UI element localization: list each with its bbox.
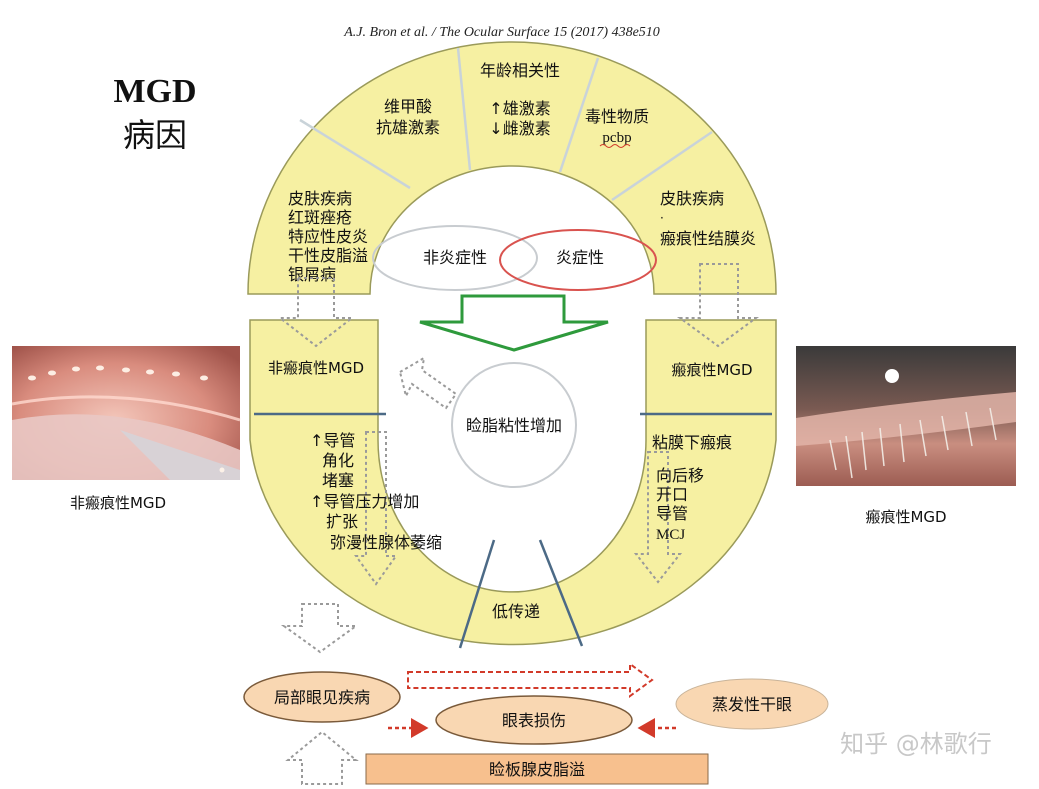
non-cicatricial-caption: 非瘢痕性MGD: [70, 494, 166, 512]
lower-left-item: ↑导管压力增加: [310, 492, 419, 511]
noninflammatory-label: 非炎症性: [423, 248, 487, 267]
arc-dividers: [299, 47, 713, 202]
estrogen-down-label: ↓雌激素: [489, 119, 550, 138]
lower-right-item: 导管: [656, 504, 688, 523]
inflammatory-label: 炎症性: [556, 248, 604, 267]
right-arc-list: 皮肤疾病 · 瘢痕性结膜炎: [660, 189, 756, 248]
left-arc-item: 干性皮脂溢: [288, 246, 368, 265]
non-cicatricial-photo: [11, 346, 241, 480]
right-arc-item: 瘢痕性结膜炎: [660, 229, 756, 248]
low-delivery-label: 低传递: [492, 602, 540, 621]
left-dotted-down-arrow: [277, 277, 355, 348]
right-dotted-down-arrow: [676, 263, 760, 348]
age-related-label: 年龄相关性: [480, 61, 560, 80]
meibum-bar: [365, 753, 709, 785]
bottom-left-dotted-down-arrow: [280, 603, 360, 654]
retinoid-label: 维甲酸: [384, 97, 432, 116]
citation: A.J. Bron et al. / The Ocular Surface 15…: [343, 25, 660, 40]
lower-right-item: MCJ: [656, 527, 685, 543]
venn-noninflammatory: [372, 225, 538, 291]
lower-right-dotted-arrow: [633, 451, 683, 584]
center-circle: [451, 362, 577, 488]
left-arc-item: 银屑病: [288, 265, 336, 284]
heading-etiology: 病因: [123, 116, 187, 154]
cicatricial-photo: [796, 346, 1016, 486]
viscosity-increase-label: 睑脂粘性增加: [466, 416, 562, 435]
pcbp-underline: [599, 144, 631, 148]
antiandrogen-label: 抗雄激素: [376, 118, 440, 137]
lower-left-item: 扩张: [326, 512, 358, 531]
non-cicatricial-mgd-label: 非瘢痕性MGD: [268, 359, 364, 377]
left-arc-item: 皮肤疾病: [288, 189, 352, 208]
left-arc-list: 皮肤疾病 红斑痤疮 特应性皮炎 干性皮脂溢 银屑病: [288, 189, 368, 284]
evaporative-ellipse: [675, 678, 829, 730]
heading-mgd: MGD: [113, 73, 196, 110]
lower-left-item: 弥漫性腺体萎缩: [330, 533, 442, 552]
upper-arc: [247, 41, 777, 295]
red-dashed-right-arrow: [407, 662, 654, 698]
ocular-damage-ellipse: [435, 695, 633, 745]
u-dividers: [254, 412, 772, 649]
right-arc-item: 皮肤疾病: [660, 189, 724, 208]
left-arc-item: 红斑痤疮: [288, 208, 352, 227]
lower-right-item: 开口: [656, 485, 688, 504]
diagonal-dotted-arrow: [398, 356, 458, 410]
lower-right-item: 粘膜下瘢痕: [652, 433, 732, 452]
green-down-arrow: [419, 294, 609, 352]
evaporative-label: 蒸发性干眼: [712, 695, 792, 714]
bottom-dotted-up-arrow: [285, 730, 359, 785]
venn-inflammatory: [499, 229, 657, 291]
ocular-damage-label: 眼表损伤: [502, 711, 566, 730]
meibum-label: 睑板腺皮脂溢: [489, 760, 585, 779]
lower-right-item: 向后移: [656, 466, 704, 485]
cicatricial-mgd-label: 瘢痕性MGD: [671, 361, 752, 379]
lower-right-list: 粘膜下瘢痕 向后移 开口 导管 MCJ: [652, 433, 732, 543]
local-disease-label: 局部眼见疾病: [274, 688, 370, 707]
pcbp-label: pcbp: [602, 130, 631, 146]
watermark: 知乎 @林歌行: [840, 730, 992, 758]
lower-left-item: ↑导管: [310, 431, 355, 450]
androgen-up-label: ↑雄激素: [489, 99, 550, 118]
lower-left-list: ↑导管 角化 堵塞 ↑导管压力增加 扩张 弥漫性腺体萎缩: [310, 431, 442, 552]
right-arc-item: ·: [660, 211, 664, 225]
local-disease-ellipse: [243, 671, 401, 723]
toxic-substance-label: 毒性物质: [585, 107, 649, 126]
lower-left-item: 堵塞: [322, 471, 354, 490]
left-arc-item: 特应性皮炎: [288, 227, 368, 246]
cicatricial-caption: 瘢痕性MGD: [865, 508, 946, 526]
lower-left-item: 角化: [322, 451, 354, 470]
